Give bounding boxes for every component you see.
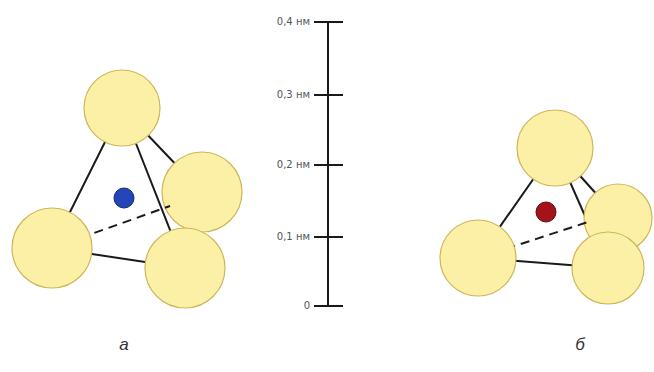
scale-label: 0,2 нм <box>277 160 310 170</box>
spheres-a <box>84 70 242 232</box>
scale-label: 0,3 нм <box>277 90 310 100</box>
scale-bar <box>314 22 343 306</box>
scale-label: 0,4 нм <box>277 17 310 27</box>
large-atom <box>84 70 160 146</box>
figure-letter: а <box>119 336 128 353</box>
small-atom <box>114 188 134 208</box>
scale-tick <box>314 305 343 307</box>
large-atom <box>162 152 242 232</box>
large-atom <box>517 110 593 186</box>
scale-tick <box>314 21 343 23</box>
large-atom <box>440 220 516 296</box>
large-atom <box>12 208 92 288</box>
scale-tick <box>314 94 343 96</box>
scale-label: 0,1 нм <box>277 232 310 242</box>
large-atom <box>145 228 225 308</box>
scale-label: 0 <box>304 301 310 311</box>
scale-tick <box>314 164 343 166</box>
figure-letter: б <box>575 336 585 353</box>
large-atom <box>572 232 644 304</box>
scale-tick <box>314 236 343 238</box>
small-atom <box>536 202 556 222</box>
